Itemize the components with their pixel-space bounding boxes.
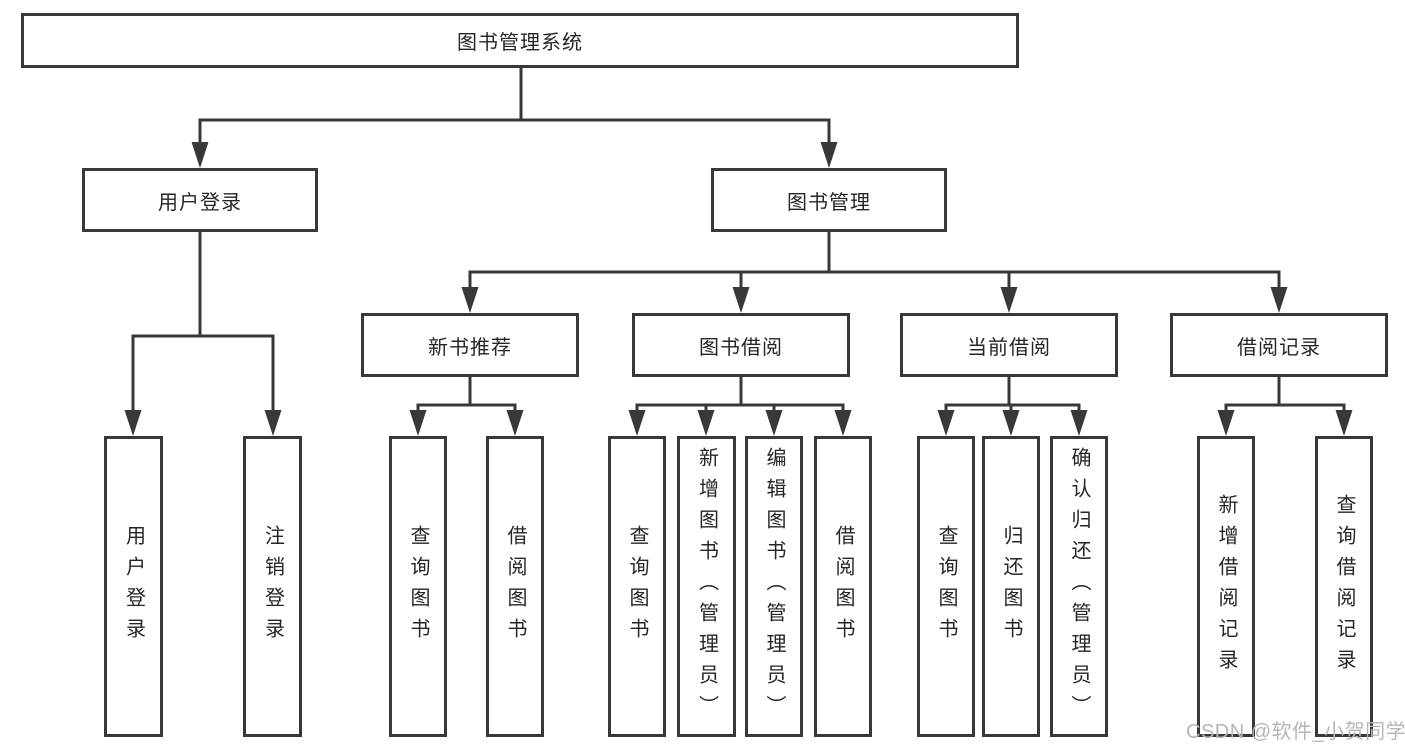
node-book-management-branch: 图书管理: [711, 168, 947, 232]
node-label: 图书管理系统: [457, 32, 583, 54]
arrowhead-icon: [506, 410, 524, 436]
node-label: 当前借阅: [967, 336, 1051, 359]
arrowhead-icon: [124, 410, 142, 436]
node-label: 新增借阅记录: [1215, 493, 1237, 680]
node-label: 新书推荐: [428, 336, 512, 359]
node-label: 借阅图书: [832, 524, 854, 649]
leaf-borrow-books-recommend: 借阅图书: [486, 436, 544, 737]
node-label: 借阅图书: [504, 524, 526, 649]
node-label: 注销登录: [261, 524, 284, 649]
node-label: 归还图书: [1000, 524, 1022, 649]
leaf-query-borrow-record: 查询借阅记录: [1315, 436, 1373, 737]
leaf-add-borrow-record: 新增借阅记录: [1197, 436, 1255, 737]
node-label: 查询图书: [407, 524, 429, 649]
node-label: 图书管理: [787, 191, 871, 214]
arrowhead-icon: [264, 410, 282, 436]
node-label: 查询借阅记录: [1333, 493, 1355, 680]
leaf-borrow-books-borrowing: 借阅图书: [814, 436, 872, 737]
node-new-book-recommendation: 新书推荐: [361, 313, 579, 377]
leaf-confirm-return-admin: 确认归还（管理员）: [1050, 436, 1108, 737]
arrowhead-icon: [765, 410, 783, 436]
node-label: 用户登录: [122, 524, 145, 649]
node-user-login-branch: 用户登录: [82, 168, 318, 232]
node-label: 图书借阅: [699, 336, 783, 359]
arrowhead-icon: [1070, 410, 1088, 436]
leaf-return-books: 归还图书: [982, 436, 1040, 737]
node-book-borrowing: 图书借阅: [632, 313, 850, 377]
arrowhead-icon: [1270, 287, 1288, 313]
arrowhead-icon: [1000, 287, 1018, 313]
arrowhead-icon: [409, 410, 427, 436]
leaf-query-books-recommend: 查询图书: [389, 436, 447, 737]
leaf-logout: 注销登录: [243, 436, 302, 737]
node-label: 确认归还（管理员）: [1068, 447, 1090, 726]
arrowhead-icon: [820, 142, 838, 168]
node-label: 编辑图书（管理员）: [763, 447, 785, 726]
node-library-management-system: 图书管理系统: [21, 13, 1019, 68]
node-label: 借阅记录: [1237, 336, 1321, 359]
arrowhead-icon: [732, 287, 750, 313]
csdn-watermark: CSDN @软件_小贺同学: [1186, 721, 1405, 743]
arrowhead-icon: [461, 287, 479, 313]
leaf-edit-books-admin: 编辑图书（管理员）: [745, 436, 803, 737]
leaf-query-books-borrowing: 查询图书: [608, 436, 666, 737]
node-label: 查询图书: [626, 524, 648, 649]
leaf-user-login: 用户登录: [104, 436, 163, 737]
node-current-borrowing: 当前借阅: [900, 313, 1118, 377]
arrowhead-icon: [191, 142, 209, 168]
arrowhead-icon: [1002, 410, 1020, 436]
leaf-query-books-current: 查询图书: [917, 436, 975, 737]
arrowhead-icon: [697, 410, 715, 436]
arrowhead-icon: [628, 410, 646, 436]
arrowhead-icon: [937, 410, 955, 436]
leaf-add-books-admin: 新增图书（管理员）: [677, 436, 736, 737]
node-label: 新增图书（管理员）: [695, 447, 718, 726]
arrowhead-icon: [1217, 410, 1235, 436]
node-label: 用户登录: [158, 191, 242, 214]
arrowhead-icon: [834, 410, 852, 436]
node-label: 查询图书: [935, 524, 957, 649]
arrowhead-icon: [1335, 410, 1353, 436]
node-borrowing-records: 借阅记录: [1170, 313, 1388, 377]
